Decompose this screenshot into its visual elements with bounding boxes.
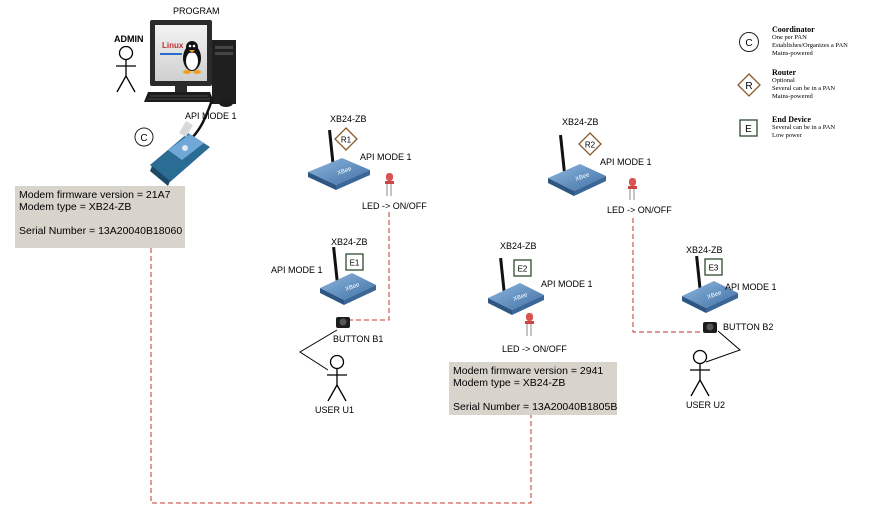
r1-led-label: LED -> ON/OFF — [362, 201, 427, 211]
legend-router: Router Optional Several can be in a PAN … — [772, 68, 835, 101]
enddevice-e2-text: E2 — [518, 265, 528, 274]
r1-model-label: XB24-ZB — [330, 114, 367, 124]
legend-router-symbol: R — [737, 73, 761, 97]
xbee-module-r1: XBee — [308, 129, 370, 190]
e1-user-label: USER U1 — [315, 405, 355, 415]
r2-led-label: LED -> ON/OFF — [607, 205, 672, 215]
r2-api-label: API MODE 1 — [600, 157, 652, 167]
legend-coordinator-title: Coordinator — [772, 25, 815, 34]
user-u1-figure — [299, 329, 347, 402]
legend-end-device: End Device Several can be in a PAN Low p… — [772, 115, 835, 140]
legend-enddevice-line: Several can be in a PAN — [772, 124, 836, 131]
pc-computer: Linux — [144, 20, 236, 141]
pc-logo-text: Linux — [162, 41, 184, 50]
enddevice-info-box: Modem firmware version = 2941 Modem type… — [449, 362, 617, 415]
legend-enddevice-symbol: E — [739, 119, 758, 137]
legend-enddevice-letter: E — [745, 124, 752, 135]
link-r1-led-b1 — [350, 212, 390, 321]
legend-coordinator-symbol: C — [739, 32, 759, 52]
enddevice-symbol-e2: E2 — [513, 259, 532, 277]
admin-figure — [116, 45, 136, 93]
e1-button-label: BUTTON B1 — [333, 334, 384, 344]
link-r2-led-b2 — [632, 218, 700, 333]
led-r2 — [628, 178, 637, 200]
e3-button-label: BUTTON B2 — [723, 322, 774, 332]
legend-router-title: Router — [772, 68, 796, 77]
enddevice-e1-text: E1 — [350, 259, 360, 268]
coordinator-api-label: API MODE 1 — [185, 111, 237, 121]
router-r1-text: R1 — [341, 136, 352, 145]
led-r1 — [385, 173, 394, 196]
xbee-module-e2: XBee — [488, 257, 544, 315]
coordinator-board — [150, 120, 210, 186]
admin-label: ADMIN — [114, 34, 144, 44]
e3-api-label: API MODE 1 — [725, 282, 777, 292]
svg-text:XBee: XBee — [345, 282, 361, 293]
link-coordinator-e2 — [150, 248, 532, 504]
xbee-module-e3: XBee — [682, 255, 738, 313]
legend-router-letter: R — [745, 81, 752, 92]
coordinator-modem-type: Modem type = XB24-ZB — [19, 201, 132, 213]
coordinator-info-box: Modem firmware version = 21A7 Modem type… — [15, 186, 185, 248]
enddevice-symbol-e3: E3 — [704, 258, 723, 276]
e2-api-label: API MODE 1 — [541, 279, 593, 289]
legend-enddevice-title: End Device — [772, 115, 811, 124]
coordinator-firmware: Modem firmware version = 21A7 — [19, 189, 171, 201]
svg-text:XBee: XBee — [337, 166, 353, 177]
coordinator-serial: Serial Number = 13A20040B18060 — [19, 225, 183, 237]
e1-api-label: API MODE 1 — [271, 265, 323, 275]
user-u2-figure — [690, 330, 741, 397]
e2-serial: Serial Number = 13A20040B1805B — [453, 401, 618, 413]
router-r2-text: R2 — [585, 141, 596, 150]
router-symbol-r1: R1 — [334, 127, 358, 151]
e3-user-label: USER U2 — [686, 400, 726, 410]
router-symbol-r2: R2 — [578, 132, 602, 156]
legend-coordinator-line: One per PAN — [772, 34, 807, 41]
enddevice-e3-text: E3 — [709, 264, 719, 273]
program-label: PROGRAM — [173, 6, 220, 16]
legend-coordinator-line: Mains-powered — [772, 50, 813, 57]
coordinator-symbol-text: C — [140, 133, 147, 144]
legend-router-line: Several can be in a PAN — [772, 85, 836, 92]
legend-router-line: Mains-powered — [772, 93, 813, 100]
e2-led-label: LED -> ON/OFF — [502, 344, 567, 354]
legend-coordinator-line: Establishes/Organizes a PAN — [772, 42, 848, 49]
legend-enddevice-line: Low power — [772, 132, 802, 139]
coordinator-symbol: C — [134, 127, 154, 147]
r2-model-label: XB24-ZB — [562, 117, 599, 127]
svg-text:XBee: XBee — [513, 292, 529, 303]
svg-text:XBee: XBee — [707, 290, 723, 301]
legend-router-line: Optional — [772, 77, 795, 84]
e3-model-label: XB24-ZB — [686, 245, 723, 255]
svg-text:XBee: XBee — [575, 172, 591, 183]
enddevice-symbol-e1: E1 — [345, 253, 364, 271]
button-b1 — [336, 317, 350, 328]
legend-coordinator: Coordinator One per PAN Establishes/Orga… — [772, 25, 848, 58]
e2-model-label: XB24-ZB — [500, 241, 537, 251]
e2-modem-type: Modem type = XB24-ZB — [453, 377, 566, 389]
led-e2 — [525, 313, 534, 336]
legend-coordinator-letter: C — [745, 38, 752, 49]
r1-api-label: API MODE 1 — [360, 152, 412, 162]
button-b2 — [703, 322, 717, 333]
e1-model-label: XB24-ZB — [331, 237, 368, 247]
e2-firmware: Modem firmware version = 2941 — [453, 365, 604, 377]
xbee-module-e1: XBee — [320, 246, 376, 305]
xbee-module-r2: XBee — [548, 134, 606, 196]
dashed-links — [150, 212, 700, 504]
